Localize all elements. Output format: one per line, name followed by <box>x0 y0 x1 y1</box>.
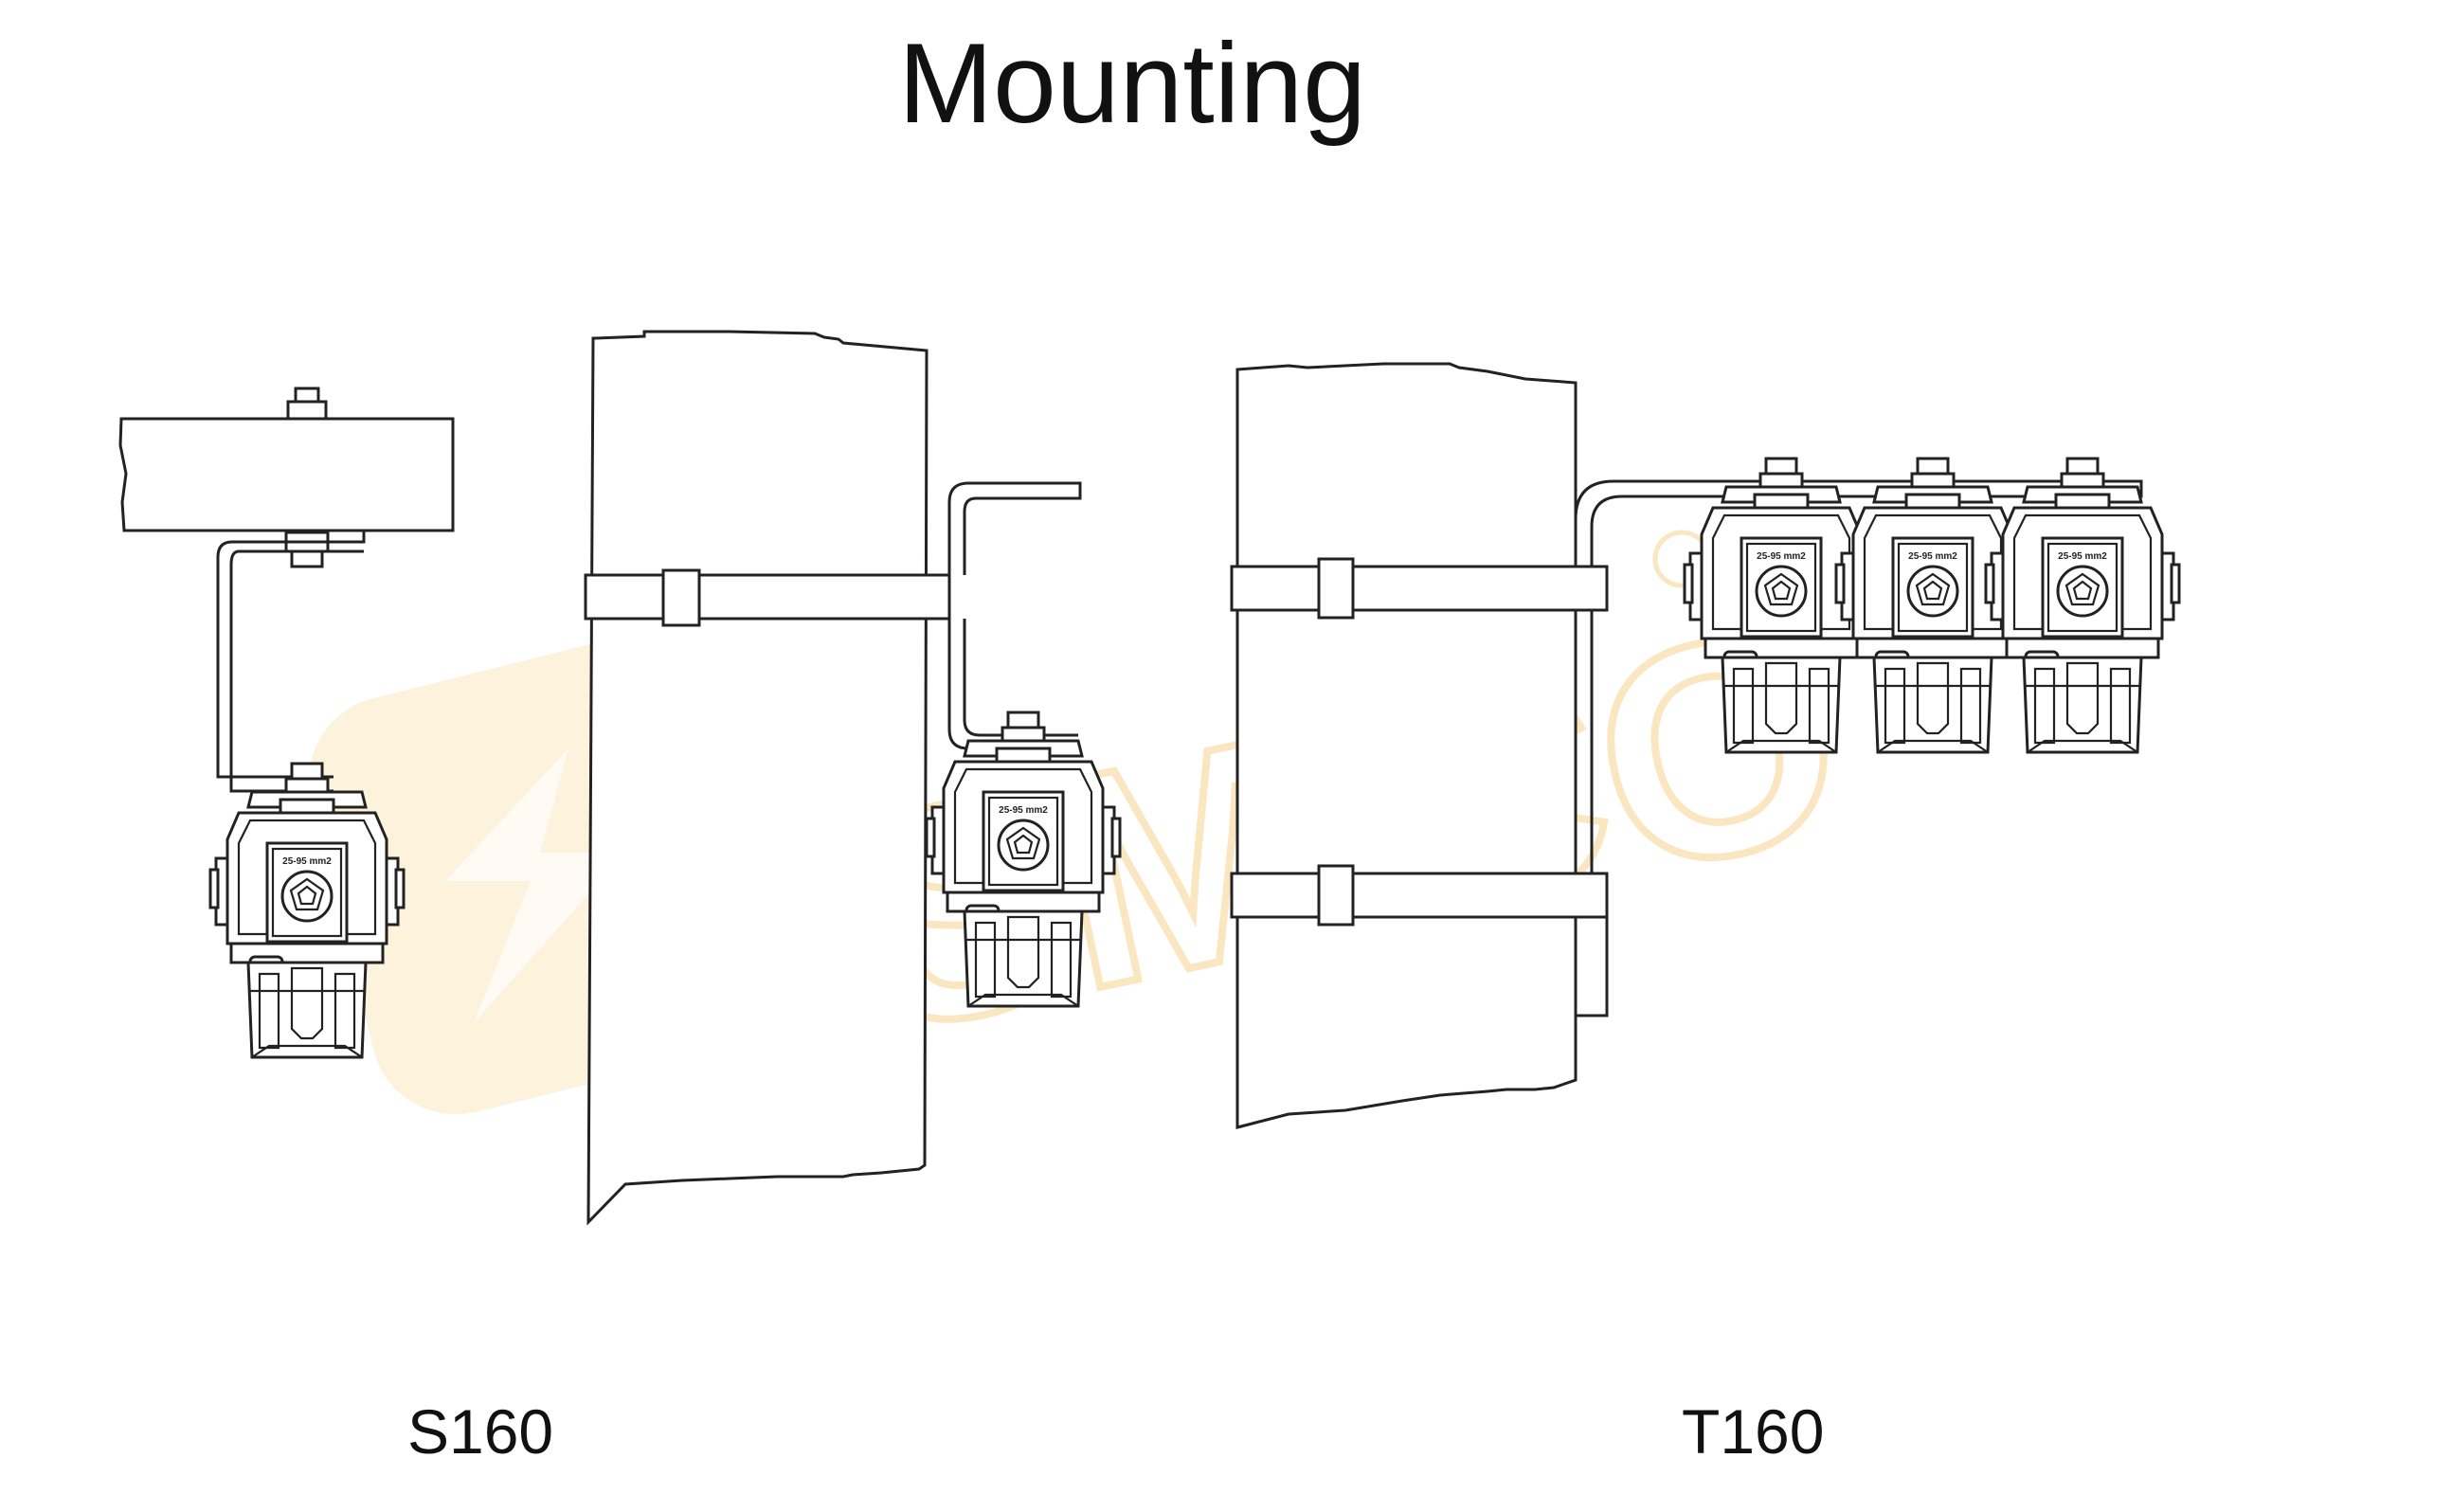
pole-1-band <box>584 568 951 627</box>
pole-1 <box>586 330 929 1226</box>
page-title: Mounting <box>898 20 1366 147</box>
caption-s160: S160 <box>407 1396 554 1467</box>
crossarm-beam <box>118 417 455 532</box>
pole-2-band-upper <box>1230 557 1609 620</box>
caption-t160: T160 <box>1682 1396 1825 1467</box>
z-bracket <box>216 531 366 793</box>
pole-2 <box>1235 362 1578 1129</box>
connector-t160-3 <box>1984 457 2181 754</box>
t160-bracket <box>1574 479 2143 1017</box>
pole-2-band-lower <box>1230 864 1609 927</box>
offset-bracket <box>947 481 1082 750</box>
